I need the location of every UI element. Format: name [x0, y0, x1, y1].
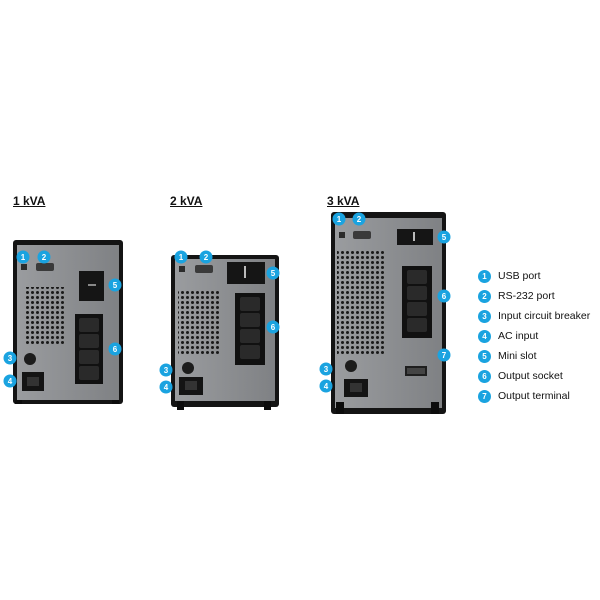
badge-5: 5	[266, 266, 280, 280]
model-title-2kva: 2 kVA	[170, 194, 203, 208]
badge-4: 4	[159, 380, 173, 394]
badge-5: 5	[437, 230, 451, 244]
svg-text:2: 2	[42, 253, 47, 262]
model-title-3kva: 3 kVA	[327, 194, 360, 208]
svg-text:6: 6	[271, 323, 276, 332]
badge-3: 3	[159, 363, 173, 377]
badge-1: 1	[16, 250, 30, 264]
badge-6: 6	[437, 289, 451, 303]
legend-label: USB port	[498, 270, 541, 282]
svg-text:1: 1	[179, 253, 184, 262]
svg-text:1: 1	[21, 253, 26, 262]
legend-item-ac-input: 4 AC input	[478, 326, 590, 346]
svg-text:7: 7	[442, 351, 447, 360]
svg-text:1: 1	[337, 215, 342, 224]
svg-text:6: 6	[442, 292, 447, 301]
output-socket	[407, 270, 427, 284]
input-breaker	[182, 362, 194, 374]
badge-3: 3	[319, 362, 333, 376]
usb-port	[21, 264, 27, 270]
output-socket	[79, 366, 99, 380]
legend-item-output-terminal: 7 Output terminal	[478, 386, 590, 406]
output-socket	[407, 286, 427, 300]
vent-grid	[337, 250, 385, 356]
badge-icon: 6	[478, 369, 491, 383]
badge-7: 7	[437, 348, 451, 362]
badge-3: 3	[3, 351, 17, 365]
vent-grid	[26, 287, 66, 345]
output-socket	[79, 350, 99, 364]
badge-icon: 2	[478, 289, 491, 303]
legend-label: Input circuit breaker	[498, 310, 591, 322]
output-socket	[240, 345, 260, 359]
legend-item-rs232-port: 2 RS-232 port	[478, 286, 590, 306]
output-socket	[240, 313, 260, 327]
badge-4: 4	[319, 379, 333, 393]
output-socket	[240, 297, 260, 311]
svg-text:5: 5	[113, 281, 118, 290]
svg-text:6: 6	[113, 345, 118, 354]
legend-item-input-breaker: 3 Input circuit breaker	[478, 306, 590, 326]
badge-icon: 1	[478, 269, 491, 283]
badge-icon: 7	[478, 389, 491, 403]
usb-port	[179, 266, 185, 272]
legend-item-output-socket: 6 Output socket	[478, 366, 590, 386]
badge-2: 2	[199, 250, 213, 264]
vent-grid	[178, 289, 220, 355]
svg-text:3: 3	[8, 354, 13, 363]
rs232-port	[353, 231, 371, 239]
badge-4: 4	[3, 374, 17, 388]
rs232-port	[195, 265, 213, 273]
legend-label: Output socket	[498, 370, 563, 382]
output-socket	[407, 318, 427, 332]
legend-item-mini-slot: 5 Mini slot	[478, 346, 590, 366]
legend-label: Output terminal	[498, 390, 570, 402]
badge-icon: 5	[478, 349, 491, 363]
legend-item-usb-port: 1 USB port	[478, 266, 590, 286]
legend-label: AC input	[498, 330, 539, 342]
svg-text:4: 4	[164, 383, 169, 392]
model-title-1kva: 1 kVA	[13, 194, 46, 208]
legend: 1 USB port 2 RS-232 port 3 Input circuit…	[478, 266, 590, 406]
badge-2: 2	[37, 250, 51, 264]
output-socket	[79, 318, 99, 332]
svg-text:5: 5	[442, 233, 447, 242]
svg-text:4: 4	[8, 377, 13, 386]
input-breaker	[24, 353, 36, 365]
usb-port	[339, 232, 345, 238]
svg-text:3: 3	[324, 365, 329, 374]
svg-text:2: 2	[357, 215, 362, 224]
badge-5: 5	[108, 278, 122, 292]
svg-text:2: 2	[204, 253, 209, 262]
badge-1: 1	[174, 250, 188, 264]
output-socket	[407, 302, 427, 316]
legend-label: RS-232 port	[498, 290, 555, 302]
badge-icon: 4	[478, 329, 491, 343]
output-socket	[240, 329, 260, 343]
rs232-port	[36, 263, 54, 271]
badge-6: 6	[266, 320, 280, 334]
badge-2: 2	[352, 212, 366, 226]
legend-label: Mini slot	[498, 350, 537, 362]
svg-text:4: 4	[324, 382, 329, 391]
svg-text:3: 3	[164, 366, 169, 375]
badge-icon: 3	[478, 309, 491, 323]
badge-6: 6	[108, 342, 122, 356]
output-socket	[79, 334, 99, 348]
svg-text:5: 5	[271, 269, 276, 278]
badge-1: 1	[332, 212, 346, 226]
input-breaker	[345, 360, 357, 372]
